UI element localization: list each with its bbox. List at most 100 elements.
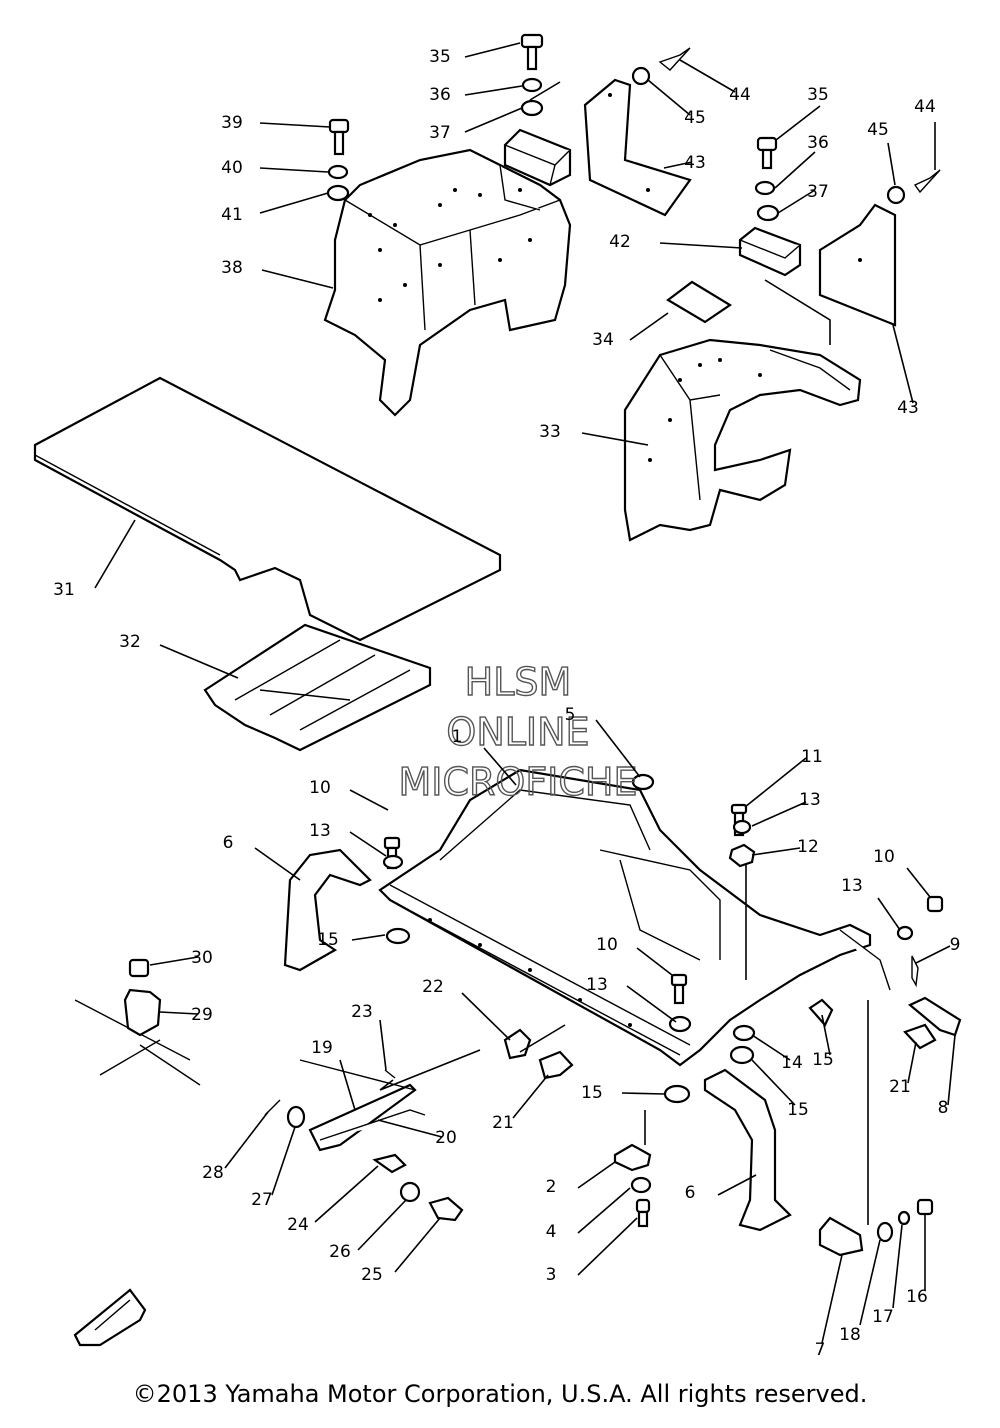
left-rear-fender — [323, 148, 572, 417]
frame-bolt-stack-left — [382, 836, 404, 870]
callout-labels: 3536373940413844454335363745444234433331… — [53, 42, 960, 1360]
leader-line-11 — [744, 757, 807, 808]
callout-11: 11 — [801, 747, 823, 767]
leader-line-15 — [751, 1059, 796, 1106]
leader-line-7 — [821, 1254, 843, 1344]
leader-line-31 — [94, 519, 136, 589]
callout-1: 1 — [452, 727, 463, 747]
floor-board — [203, 623, 432, 752]
leader-line-14 — [751, 1034, 791, 1061]
leader-line-39 — [259, 122, 331, 128]
callout-25: 25 — [361, 1265, 383, 1285]
leader-line-43 — [892, 324, 914, 404]
callout-26: 26 — [329, 1242, 351, 1262]
callout-44: 44 — [729, 85, 751, 105]
leader-line-26 — [357, 1199, 407, 1251]
callout-6: 6 — [223, 833, 234, 853]
callout-45: 45 — [684, 108, 706, 128]
callout-17: 17 — [872, 1307, 894, 1327]
leader-line-41 — [259, 192, 329, 214]
leader-line-36 — [774, 151, 816, 189]
leader-line-13 — [877, 897, 901, 931]
callout-15: 15 — [581, 1083, 603, 1103]
leader-line-13 — [751, 801, 807, 827]
callout-40: 40 — [221, 158, 243, 178]
leader-line-29 — [159, 1011, 199, 1015]
pin-21-right — [903, 1023, 937, 1050]
callout-15: 15 — [787, 1100, 809, 1120]
clip-and-washer-right — [886, 169, 941, 205]
callout-36: 36 — [807, 133, 829, 153]
callout-28: 28 — [202, 1163, 224, 1183]
callout-15: 15 — [812, 1050, 834, 1070]
fender-bracket-right — [738, 226, 802, 277]
leader-line-12 — [751, 847, 801, 856]
leader-line-17 — [892, 1224, 903, 1309]
leader-line-15 — [821, 1014, 831, 1056]
leader-line-25 — [394, 1217, 441, 1273]
callout-36: 36 — [429, 85, 451, 105]
alignment-lines — [379, 81, 869, 1225]
mud-flap-right — [818, 203, 897, 327]
callout-22: 22 — [422, 977, 444, 997]
leader-line-18 — [859, 1239, 881, 1326]
watermark-line-1: HLSM — [465, 660, 572, 704]
callout-13: 13 — [841, 876, 863, 896]
bracket-bolt-stack-top — [520, 33, 544, 117]
leader-line-35 — [775, 105, 821, 141]
callout-10: 10 — [873, 847, 895, 867]
callout-45: 45 — [867, 120, 889, 140]
fender-bracket-upper — [503, 128, 572, 187]
callout-4: 4 — [546, 1222, 557, 1242]
callout-39: 39 — [221, 113, 243, 133]
callout-6: 6 — [685, 1183, 696, 1203]
leader-line-13 — [349, 831, 387, 857]
callout-10: 10 — [309, 778, 331, 798]
leader-line-21 — [907, 1041, 917, 1084]
pin-21-left — [538, 1050, 574, 1080]
leader-line-30 — [149, 956, 199, 966]
callout-44: 44 — [914, 97, 936, 117]
callout-3: 3 — [546, 1265, 557, 1285]
right-rear-fender — [623, 338, 862, 542]
callout-5: 5 — [565, 705, 576, 725]
leader-line-15 — [351, 934, 386, 941]
leader-line-1 — [483, 747, 517, 786]
leader-line-23 — [379, 1019, 387, 1071]
leader-line-10 — [906, 867, 931, 898]
watermark-line-2: ONLINE — [446, 710, 589, 754]
bracket-assembly-7 — [818, 1198, 934, 1257]
frame-bolt-stack-right — [728, 803, 756, 868]
callout-10: 10 — [596, 935, 618, 955]
leader-line-42 — [659, 242, 743, 249]
pedal-link-19 — [299, 1059, 426, 1152]
callout-16: 16 — [906, 1287, 928, 1307]
mount-stack-2-4-3 — [613, 1143, 652, 1228]
leader-line-32 — [159, 644, 239, 679]
leader-line-22 — [461, 992, 511, 1041]
callout-37: 37 — [429, 123, 451, 143]
leader-line-3 — [577, 1217, 638, 1276]
callout-13: 13 — [799, 790, 821, 810]
leader-line-27 — [271, 1126, 296, 1196]
callout-7: 7 — [815, 1340, 826, 1360]
callout-38: 38 — [221, 258, 243, 278]
callout-21: 21 — [492, 1113, 514, 1133]
callout-8: 8 — [938, 1098, 949, 1118]
callout-35: 35 — [807, 85, 829, 105]
callout-31: 31 — [53, 580, 75, 600]
frame-bolt-stack-far-right — [896, 895, 944, 988]
clip-and-washer-upper — [631, 47, 691, 86]
callout-41: 41 — [221, 205, 243, 225]
fender-brace-34 — [666, 280, 733, 324]
leader-line-35 — [464, 42, 521, 58]
callout-33: 33 — [539, 422, 561, 442]
main-frame — [378, 768, 891, 1067]
leader-line-44 — [679, 59, 736, 93]
frame-bracket-right — [703, 1068, 792, 1232]
leader-line-13 — [626, 985, 677, 1023]
leader-line-38 — [261, 269, 334, 289]
leader-line-4 — [577, 1187, 631, 1234]
callout-35: 35 — [429, 47, 451, 67]
leader-line-21 — [512, 1074, 549, 1119]
